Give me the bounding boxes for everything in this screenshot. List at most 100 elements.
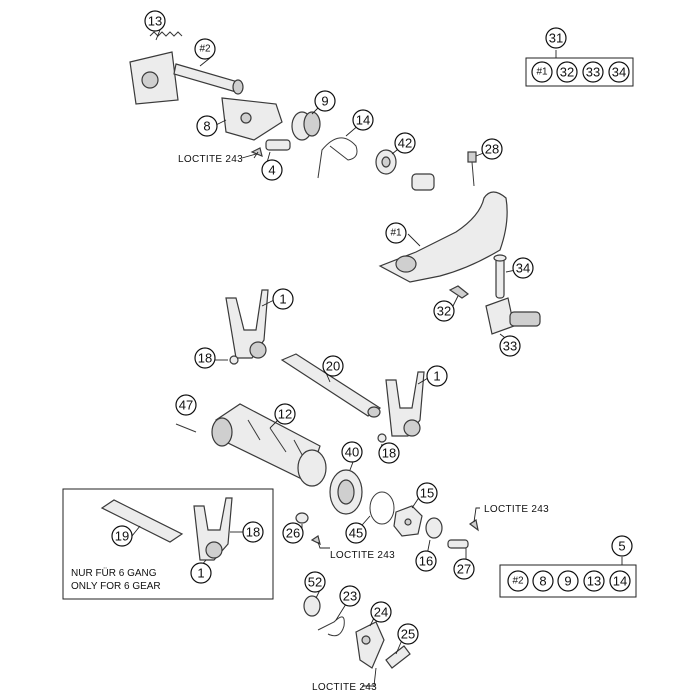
callout-31: 31 <box>545 27 567 49</box>
svg-text:1: 1 <box>433 369 440 384</box>
part-roller-18a <box>229 355 239 365</box>
svg-text:33: 33 <box>586 65 600 80</box>
kit-31-box <box>525 57 634 87</box>
svg-text:31: 31 <box>549 31 563 46</box>
kit-5-item-2: #2 <box>507 570 529 592</box>
kit-5-item-13: 13 <box>583 570 605 592</box>
callout-47: 47 <box>175 394 197 416</box>
svg-text:1: 1 <box>279 292 286 307</box>
callout-2: #2 <box>194 38 216 60</box>
svg-text:33: 33 <box>503 339 517 354</box>
svg-text:42: 42 <box>398 136 412 151</box>
callout-32: 32 <box>433 300 455 322</box>
loctite-note-bolt-4: LOCTITE 243 <box>178 154 243 165</box>
part-washer-42 <box>375 149 397 175</box>
svg-text:#2: #2 <box>512 576 524 587</box>
callout-52: 52 <box>304 571 326 593</box>
kit-5-box <box>499 564 637 598</box>
svg-text:14: 14 <box>613 574 627 589</box>
part-bushing-26 <box>295 512 321 546</box>
svg-text:9: 9 <box>564 574 571 589</box>
part-shift-drum-12 <box>211 403 327 487</box>
loctite-note-bolt-25: LOCTITE 243 <box>312 682 377 693</box>
svg-text:18: 18 <box>246 525 260 540</box>
svg-text:#1: #1 <box>390 228 402 239</box>
kit-5-item-9: 9 <box>557 570 579 592</box>
part-shift-lever-1 <box>378 191 508 283</box>
svg-text:40: 40 <box>345 445 359 460</box>
svg-text:32: 32 <box>437 304 451 319</box>
svg-text:5: 5 <box>618 539 625 554</box>
callout-16: 16 <box>415 550 437 572</box>
svg-text:19: 19 <box>115 529 129 544</box>
part-shift-fork-upper <box>225 289 269 359</box>
part-spring-14 <box>317 137 358 179</box>
svg-text:16: 16 <box>419 554 433 569</box>
kit-31-item-32: 32 <box>556 61 578 83</box>
part-locking-lever-24 <box>355 621 385 669</box>
callout-18-inset: 18 <box>242 521 264 543</box>
svg-text:28: 28 <box>485 142 499 157</box>
svg-text:12: 12 <box>278 407 292 422</box>
callout-27: 27 <box>453 558 475 580</box>
part-bearing-40 <box>329 469 363 515</box>
part-sleeve <box>411 173 435 191</box>
svg-text:45: 45 <box>349 526 363 541</box>
callout-15: 15 <box>416 482 438 504</box>
svg-text:34: 34 <box>612 65 626 80</box>
svg-text:18: 18 <box>382 446 396 461</box>
part-shift-shaft-plate <box>129 51 244 105</box>
inset-label-en: ONLY FOR 6 GEAR <box>71 581 161 592</box>
callout-18-upper: 18 <box>194 347 216 369</box>
kit-31-item-33: 33 <box>582 61 604 83</box>
callout-8: 8 <box>196 115 218 137</box>
callout-26: 26 <box>282 522 304 544</box>
part-shift-fork-right <box>385 371 425 437</box>
callout-1-fork-inset: 1 <box>190 562 212 584</box>
part-roller-18b <box>377 433 387 443</box>
part-bushing-52 <box>303 595 321 617</box>
callout-1-fork-upper: 1 <box>272 288 294 310</box>
svg-text:14: 14 <box>356 113 370 128</box>
part-bolt-27 <box>447 519 479 549</box>
part-bushing-9 <box>291 111 321 141</box>
svg-text:8: 8 <box>203 119 210 134</box>
part-pedal-33 <box>485 297 541 335</box>
callout-13: 13 <box>144 10 166 32</box>
part-clip-32 <box>448 285 470 299</box>
part-pin-34 <box>493 254 507 299</box>
callout-9: 9 <box>314 90 336 112</box>
svg-text:#1: #1 <box>536 67 548 78</box>
svg-text:32: 32 <box>560 65 574 80</box>
callout-23: 23 <box>339 585 361 607</box>
callout-14: 14 <box>352 109 374 131</box>
svg-text:13: 13 <box>148 14 162 29</box>
part-shift-lever-8 <box>221 97 283 141</box>
callout-45: 45 <box>345 522 367 544</box>
kit-31-item-34: 34 <box>608 61 630 83</box>
loctite-note-bolt-27: LOCTITE 243 <box>484 504 549 515</box>
svg-text:47: 47 <box>179 398 193 413</box>
kit-5-item-14: 14 <box>609 570 631 592</box>
part-fork-rail-20 <box>280 353 382 418</box>
inset-label-de: NUR FÜR 6 GANG <box>71 567 157 579</box>
callout-1-fork-right: 1 <box>426 365 448 387</box>
svg-text:9: 9 <box>321 94 328 109</box>
kit-31-item-1: #1 <box>531 61 553 83</box>
svg-text:#2: #2 <box>199 44 211 55</box>
part-spring-13 <box>149 31 183 37</box>
svg-text:18: 18 <box>198 351 212 366</box>
callout-28: 28 <box>481 138 503 160</box>
part-shift-star-15 <box>393 505 423 537</box>
callout-19: 19 <box>111 525 133 547</box>
callout-18-lower: 18 <box>378 442 400 464</box>
svg-text:13: 13 <box>587 574 601 589</box>
callout-34: 34 <box>512 257 534 279</box>
part-bolt-28 <box>467 151 477 187</box>
loctite-note-bushing-26: LOCTITE 243 <box>330 550 395 561</box>
callout-1-lever: #1 <box>385 222 407 244</box>
svg-text:34: 34 <box>516 261 530 276</box>
callout-42: 42 <box>394 132 416 154</box>
svg-text:26: 26 <box>286 526 300 541</box>
